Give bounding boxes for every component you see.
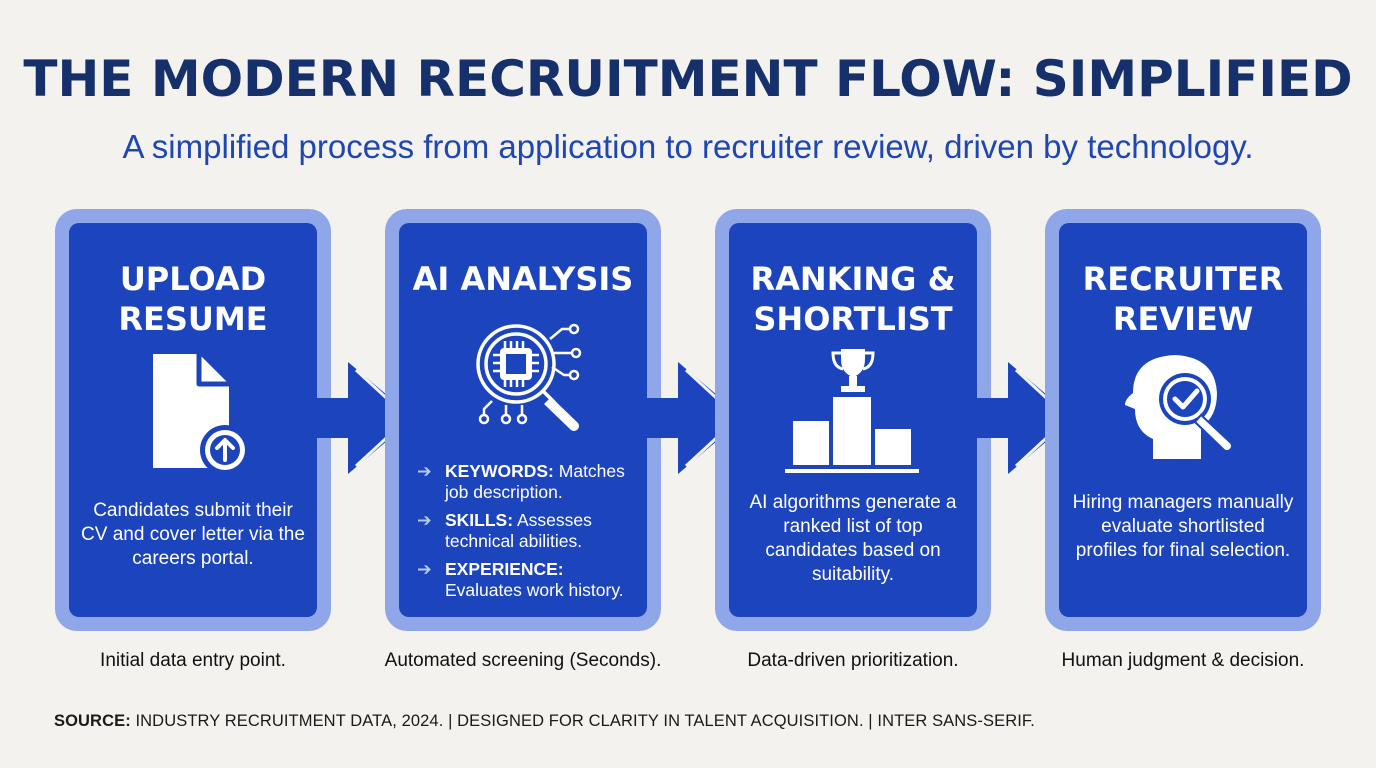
- trophy-podium-icon: [729, 345, 977, 480]
- analysis-criteria-list: ➔ KEYWORDS: Matches job description. ➔ S…: [417, 461, 639, 608]
- step-title: RANKING & SHORTLIST: [750, 260, 956, 338]
- step-card-inner: RECRUITER REVIEW Hiring managers manuall…: [1059, 223, 1307, 617]
- step-card-ranking-shortlist: RANKING & SHORTLIST AI algorithms genera…: [715, 209, 991, 631]
- page-title: THE MODERN RECRUITMENT FLOW: SIMPLIFIED: [23, 50, 1353, 108]
- step-caption: Data-driven prioritization.: [747, 650, 959, 671]
- arrow-right-icon: ➔: [417, 559, 432, 579]
- step-caption: Automated screening (Seconds).: [384, 650, 662, 671]
- step-card-inner: RANKING & SHORTLIST AI algorithms genera…: [729, 223, 977, 617]
- list-item: ➔ EXPERIENCE: Evaluates work history.: [417, 559, 624, 600]
- list-item: ➔ KEYWORDS: Matches job description.: [417, 461, 625, 502]
- step-title: UPLOAD RESUME: [118, 260, 268, 338]
- head-check-magnifier-icon: [1059, 347, 1307, 472]
- arrow-right-icon: ➔: [417, 461, 432, 481]
- step-card-upload-resume: UPLOAD RESUME Candidates submit their CV…: [55, 209, 331, 631]
- step-card-inner: AI ANALYSIS: [399, 223, 647, 617]
- step-caption: Initial data entry point.: [100, 650, 286, 671]
- source-footer: SOURCE: INDUSTRY RECRUITMENT DATA, 2024.…: [54, 712, 1035, 730]
- arrow-right-icon: ➔: [417, 510, 432, 530]
- step-title: RECRUITER REVIEW: [1082, 260, 1284, 338]
- step-title: AI ANALYSIS: [412, 260, 634, 298]
- ai-chip-magnifier-icon: [399, 309, 647, 439]
- step-description: AI algorithms generate a ranked list of …: [749, 492, 957, 585]
- step-card-inner: UPLOAD RESUME Candidates submit their CV…: [69, 223, 317, 617]
- step-card-ai-analysis: AI ANALYSIS: [385, 209, 661, 631]
- step-card-recruiter-review: RECRUITER REVIEW Hiring managers manuall…: [1045, 209, 1321, 631]
- document-upload-icon: [69, 348, 317, 483]
- step-description: Candidates submit their CV and cover let…: [81, 500, 305, 569]
- list-item: ➔ SKILLS: Assesses technical abilities.: [417, 510, 592, 551]
- step-caption: Human judgment & decision.: [1061, 650, 1305, 671]
- step-description: Hiring managers manually evaluate shortl…: [1072, 492, 1294, 561]
- page-subtitle: A simplified process from application to…: [122, 128, 1254, 165]
